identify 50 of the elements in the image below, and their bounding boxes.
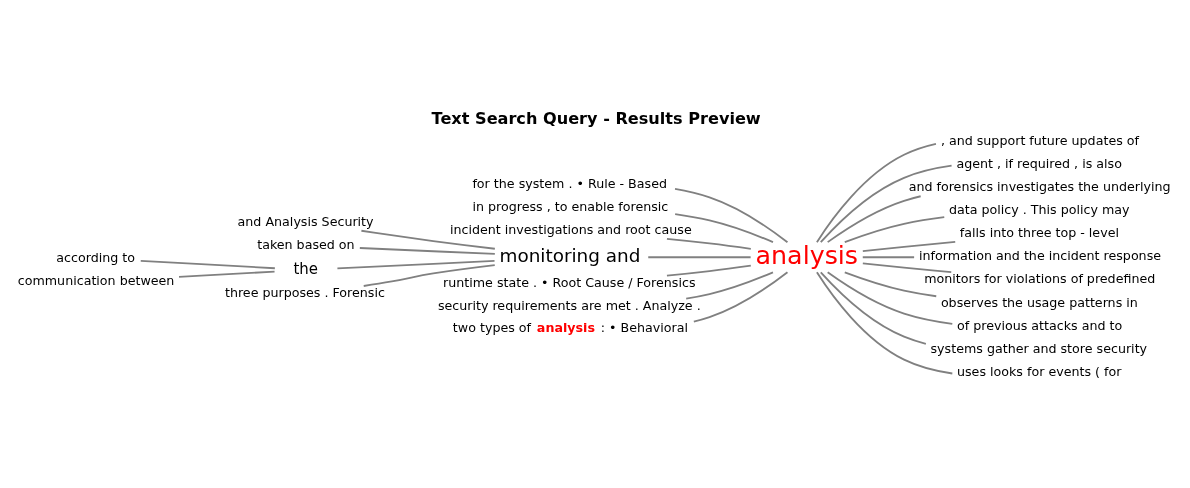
connector: [861, 241, 957, 253]
node-text: monitors for violations of predefined: [924, 271, 1156, 287]
node-text: and Analysis Security: [237, 213, 374, 229]
connector: [819, 164, 953, 244]
connector: [360, 229, 496, 250]
node-text: information and the incident response: [919, 248, 1162, 264]
node-text: in progress , to enable forensic: [472, 198, 669, 214]
node-text: uses looks for events ( for: [957, 363, 1122, 379]
node-text: and forensics investigates the underlying: [908, 179, 1171, 195]
connector: [861, 256, 916, 259]
connector: [647, 256, 752, 259]
node-text: systems gather and store security: [930, 340, 1148, 356]
node-text: runtime state . • Root Cause / Forensics: [443, 274, 696, 290]
connector: [139, 259, 276, 270]
node-text: taken based on: [257, 236, 355, 252]
connector: [336, 259, 496, 270]
node-text: two types of analysis : • Behavioral: [452, 319, 689, 335]
connector: [358, 247, 496, 255]
connector: [692, 271, 789, 323]
node-text: security requirements are met . Analyze .: [437, 297, 701, 313]
connector: [674, 188, 789, 244]
node-text: of previous attacks and to: [957, 317, 1123, 333]
node-text: three purposes . Forensic: [224, 285, 385, 301]
node-text: analysis: [755, 239, 859, 270]
connector: [819, 271, 927, 345]
node-text: incident investigations and root cause: [449, 221, 692, 237]
node-text: for the system . • Rule - Based: [472, 175, 667, 191]
node-text: according to: [56, 249, 136, 265]
connector: [362, 264, 496, 287]
node-text: communication between: [17, 272, 175, 288]
connector: [178, 270, 276, 278]
connector: [861, 262, 953, 274]
node-text: data policy . This policy may: [948, 202, 1130, 218]
connector: [685, 271, 774, 300]
connector: [843, 271, 938, 298]
connector: [826, 195, 922, 244]
connector: [674, 213, 774, 244]
node-text: the: [293, 259, 318, 278]
node-text: monitoring and: [499, 244, 641, 266]
connector: [816, 143, 937, 244]
connector: [816, 271, 954, 375]
node-text: , and support future updates of: [940, 133, 1139, 149]
diagram-title: Text Search Query - Results Preview: [431, 108, 761, 128]
connector: [666, 237, 752, 250]
connector: [843, 216, 946, 244]
node-text: agent , if required , is also: [956, 156, 1122, 172]
node-text: observes the usage patterns in: [940, 294, 1138, 310]
connector: [826, 271, 954, 325]
connector: [666, 264, 752, 277]
node-text: falls into three top - level: [959, 225, 1119, 241]
